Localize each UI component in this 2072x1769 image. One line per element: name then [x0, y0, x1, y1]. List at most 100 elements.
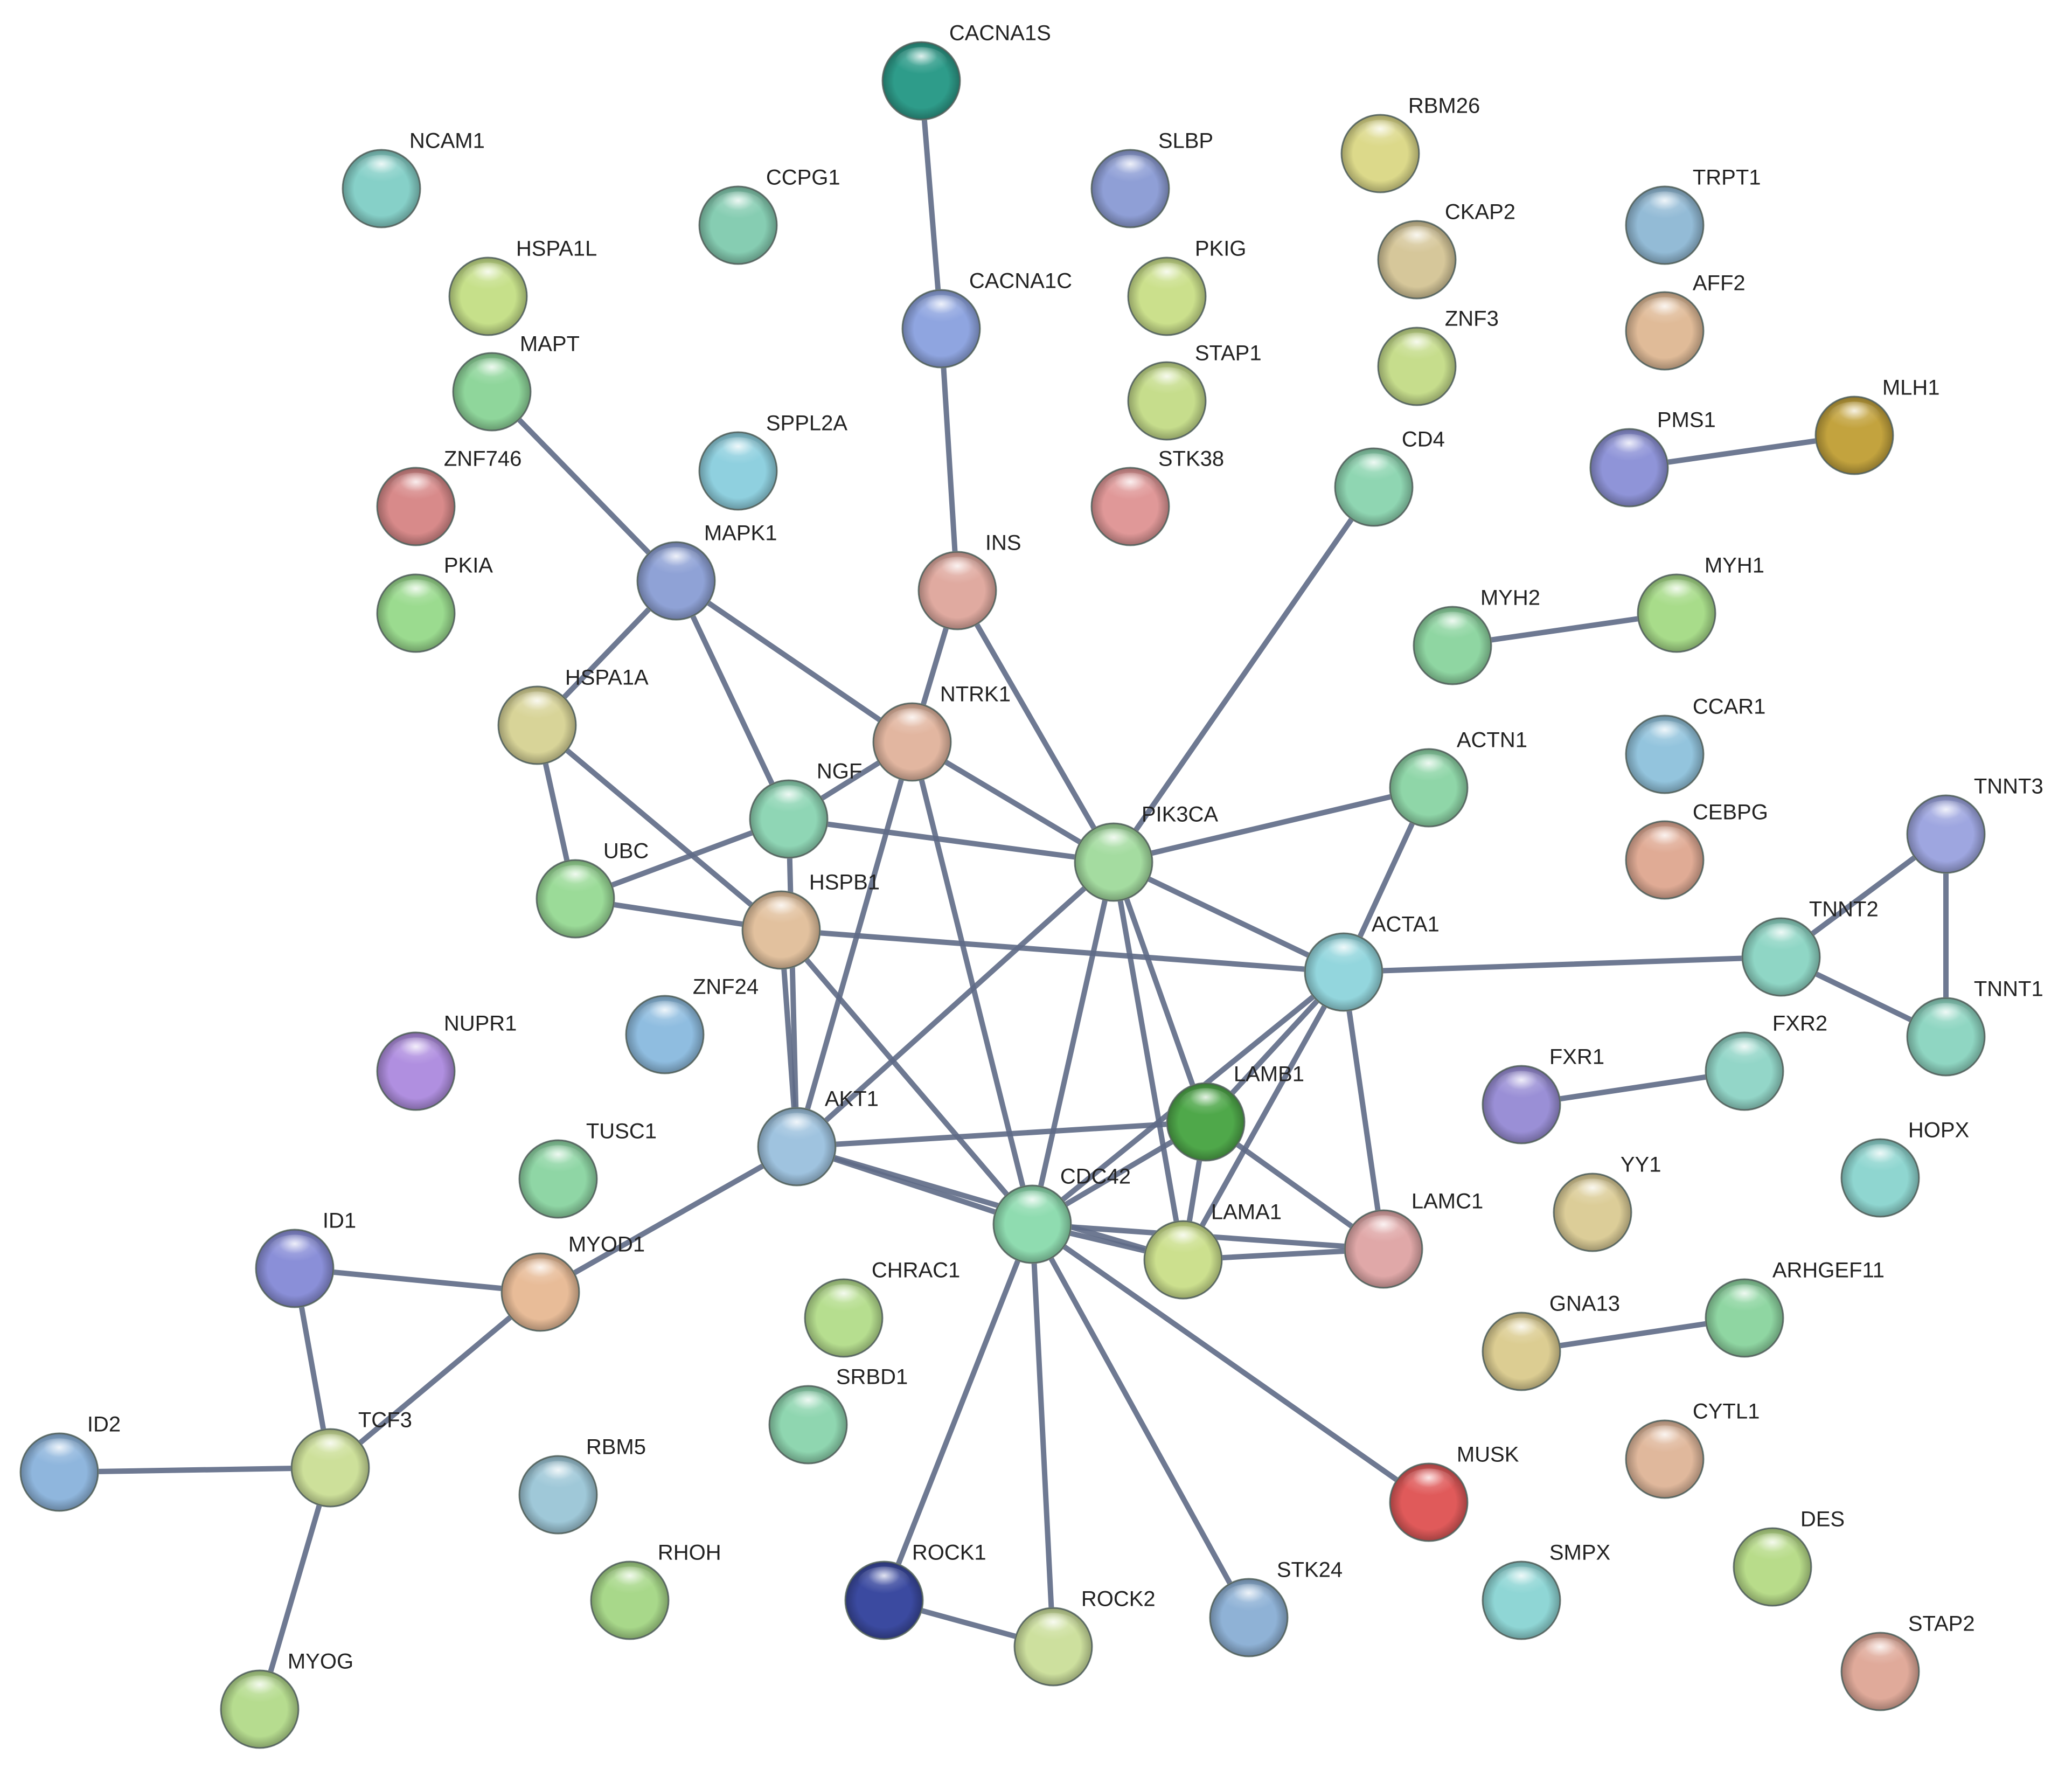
node-znf746[interactable]: ZNF746	[376, 447, 522, 546]
node-des[interactable]: DES	[1733, 1507, 1845, 1607]
node-label: TNNT3	[1974, 774, 2043, 798]
node-gloss	[33, 1438, 86, 1471]
node-rock1[interactable]: ROCK1	[844, 1541, 986, 1640]
node-gloss	[390, 1037, 442, 1070]
node-hspb1[interactable]: HSPB1	[741, 870, 880, 970]
node-myh1[interactable]: MYH1	[1637, 553, 1764, 653]
node-ngf[interactable]: NGF	[749, 759, 862, 859]
node-ckap2[interactable]: CKAP2	[1377, 200, 1515, 300]
node-pms1[interactable]: PMS1	[1589, 408, 1716, 508]
node-lamc1[interactable]: LAMC1	[1344, 1189, 1483, 1289]
node-myod1[interactable]: MYOD1	[500, 1232, 645, 1332]
node-mlh1[interactable]: MLH1	[1814, 376, 1940, 475]
node-cytl1[interactable]: CYTL1	[1625, 1399, 1760, 1499]
node-acta1[interactable]: ACTA1	[1304, 912, 1440, 1012]
node-stk24[interactable]: STK24	[1209, 1558, 1343, 1657]
node-gloss	[1402, 1468, 1455, 1501]
node-label: RBM26	[1408, 94, 1480, 117]
node-cebpg[interactable]: CEBPG	[1625, 800, 1768, 900]
node-stap1[interactable]: STAP1	[1127, 341, 1262, 441]
edge-id1-myod1	[292, 1266, 543, 1295]
node-myog[interactable]: MYOG	[220, 1649, 353, 1749]
node-myh2[interactable]: MYH2	[1413, 586, 1540, 685]
node-label: PKIA	[444, 553, 493, 577]
node-id2[interactable]: ID2	[19, 1412, 121, 1512]
node-sppl2a[interactable]: SPPL2A	[698, 411, 847, 511]
edge-cdc42-musk	[1030, 1222, 1431, 1505]
node-trpt1[interactable]: TRPT1	[1625, 165, 1761, 265]
node-chrac1[interactable]: CHRAC1	[804, 1258, 960, 1358]
node-arhgef11[interactable]: ARHGEF11	[1705, 1258, 1885, 1358]
node-smpx[interactable]: SMPX	[1482, 1541, 1610, 1640]
node-gloss	[603, 1566, 656, 1599]
node-slbp[interactable]: SLBP	[1090, 129, 1213, 228]
node-id1[interactable]: ID1	[255, 1209, 356, 1308]
node-cacna1c[interactable]: CACNA1C	[901, 269, 1072, 369]
node-musk[interactable]: MUSK	[1389, 1442, 1519, 1542]
node-akt1[interactable]: AKT1	[757, 1087, 879, 1187]
node-label: ID1	[323, 1209, 356, 1232]
node-rbm5[interactable]: RBM5	[518, 1435, 646, 1535]
node-actn1[interactable]: ACTN1	[1389, 728, 1527, 828]
node-pkig[interactable]: PKIG	[1127, 237, 1246, 336]
node-ubc[interactable]: UBC	[536, 839, 649, 939]
node-tnnt1[interactable]: TNNT1	[1906, 977, 2043, 1077]
node-cd4[interactable]: CD4	[1334, 427, 1445, 527]
node-label: ID2	[87, 1412, 121, 1436]
node-tcf3[interactable]: TCF3	[290, 1408, 412, 1508]
node-fxr2[interactable]: FXR2	[1705, 1011, 1827, 1111]
node-label: ZNF746	[444, 447, 522, 470]
edge-pik3ca-acta1	[1111, 859, 1346, 975]
node-hspa1l[interactable]: HSPA1L	[448, 237, 597, 336]
node-fxr1[interactable]: FXR1	[1482, 1045, 1604, 1144]
node-cacna1s[interactable]: CACNA1S	[881, 21, 1051, 121]
node-mapt[interactable]: MAPT	[452, 332, 580, 432]
node-stap2[interactable]: STAP2	[1840, 1612, 1975, 1711]
node-pik3ca[interactable]: PIK3CA	[1074, 802, 1218, 902]
node-pkia[interactable]: PKIA	[376, 553, 493, 653]
node-gloss	[1495, 1317, 1548, 1350]
node-gloss	[1603, 434, 1656, 467]
node-ccpg1[interactable]: CCPG1	[698, 165, 840, 265]
node-tnnt2[interactable]: TNNT2	[1741, 897, 1879, 997]
node-lama1[interactable]: LAMA1	[1143, 1200, 1282, 1300]
node-stk38[interactable]: STK38	[1090, 447, 1224, 546]
node-srbd1[interactable]: SRBD1	[768, 1365, 908, 1465]
node-rock2[interactable]: ROCK2	[1013, 1587, 1156, 1687]
node-gloss	[462, 262, 514, 295]
node-cdc42[interactable]: CDC42	[992, 1164, 1131, 1264]
node-yy1[interactable]: YY1	[1553, 1153, 1661, 1252]
node-tnnt3[interactable]: TNNT3	[1906, 774, 2043, 874]
node-gloss	[782, 1391, 835, 1424]
node-gloss	[390, 473, 442, 505]
node-rhoh[interactable]: RHOH	[590, 1541, 721, 1640]
node-ccar1[interactable]: CCAR1	[1625, 695, 1765, 794]
node-label: SMPX	[1549, 1541, 1610, 1564]
edge-cdc42-stk24	[1030, 1222, 1251, 1620]
node-aff2[interactable]: AFF2	[1625, 271, 1746, 371]
node-mapk1[interactable]: MAPK1	[636, 521, 777, 621]
node-znf24[interactable]: ZNF24	[625, 975, 759, 1074]
node-gloss	[1027, 1613, 1080, 1646]
edge-acta1-tnnt2	[1341, 954, 1784, 975]
node-gloss	[915, 295, 968, 328]
node-ins[interactable]: INS	[917, 531, 1021, 630]
node-ncam1[interactable]: NCAM1	[342, 129, 485, 228]
node-gloss	[1828, 401, 1881, 434]
node-gloss	[1179, 1088, 1232, 1121]
node-gloss	[390, 579, 442, 612]
node-gloss	[532, 1145, 585, 1178]
node-znf3[interactable]: ZNF3	[1377, 307, 1499, 406]
node-lamb1[interactable]: LAMB1	[1166, 1062, 1304, 1162]
node-hopx[interactable]: HOPX	[1840, 1118, 1969, 1218]
edge-cdc42-rock1	[881, 1222, 1035, 1603]
node-label: ARHGEF11	[1772, 1258, 1885, 1282]
node-rbm26[interactable]: RBM26	[1340, 94, 1480, 193]
node-nupr1[interactable]: NUPR1	[376, 1011, 517, 1111]
node-ntrk1[interactable]: NTRK1	[872, 682, 1011, 782]
node-tusc1[interactable]: TUSC1	[518, 1119, 657, 1219]
node-gna13[interactable]: GNA13	[1482, 1292, 1620, 1391]
node-label: STK24	[1277, 1558, 1343, 1581]
node-gloss	[1402, 754, 1455, 787]
node-hspa1a[interactable]: HSPA1A	[497, 665, 649, 765]
